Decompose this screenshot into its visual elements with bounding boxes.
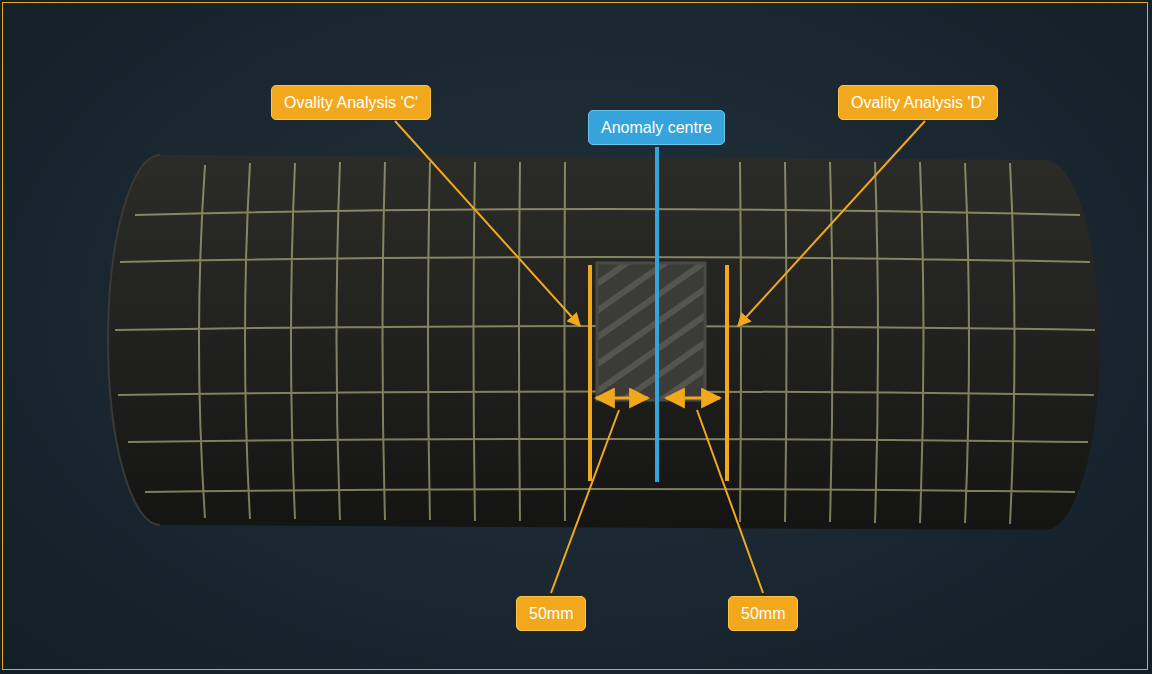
pipe-body [108,155,1100,530]
box-label: Ovality Analysis 'D' [851,93,985,112]
box-label: Anomaly centre [601,118,712,137]
box-label: 50mm [529,604,573,623]
dimension-arrow [666,397,720,400]
section-line-d [725,265,729,481]
section-line-c [588,265,592,481]
dimension-arrow [596,397,648,400]
dimension-box: 50mm [728,596,798,631]
anomaly-patch [597,263,705,400]
box-label: 50mm [741,604,785,623]
leader-line [697,410,763,593]
box-label: Ovality Analysis 'C' [284,93,418,112]
anomaly-label-box: Anomaly centre [588,110,725,145]
callout-box: Ovality Analysis 'D' [838,85,998,120]
dimension-box: 50mm [516,596,586,631]
anomaly-centre-line [655,147,659,482]
leader-line [738,121,925,326]
leader-line [395,121,580,326]
callout-box: Ovality Analysis 'C' [271,85,431,120]
leader-line [551,410,619,593]
chalk-grid [115,162,1095,524]
pipe-end-edge [108,155,160,525]
